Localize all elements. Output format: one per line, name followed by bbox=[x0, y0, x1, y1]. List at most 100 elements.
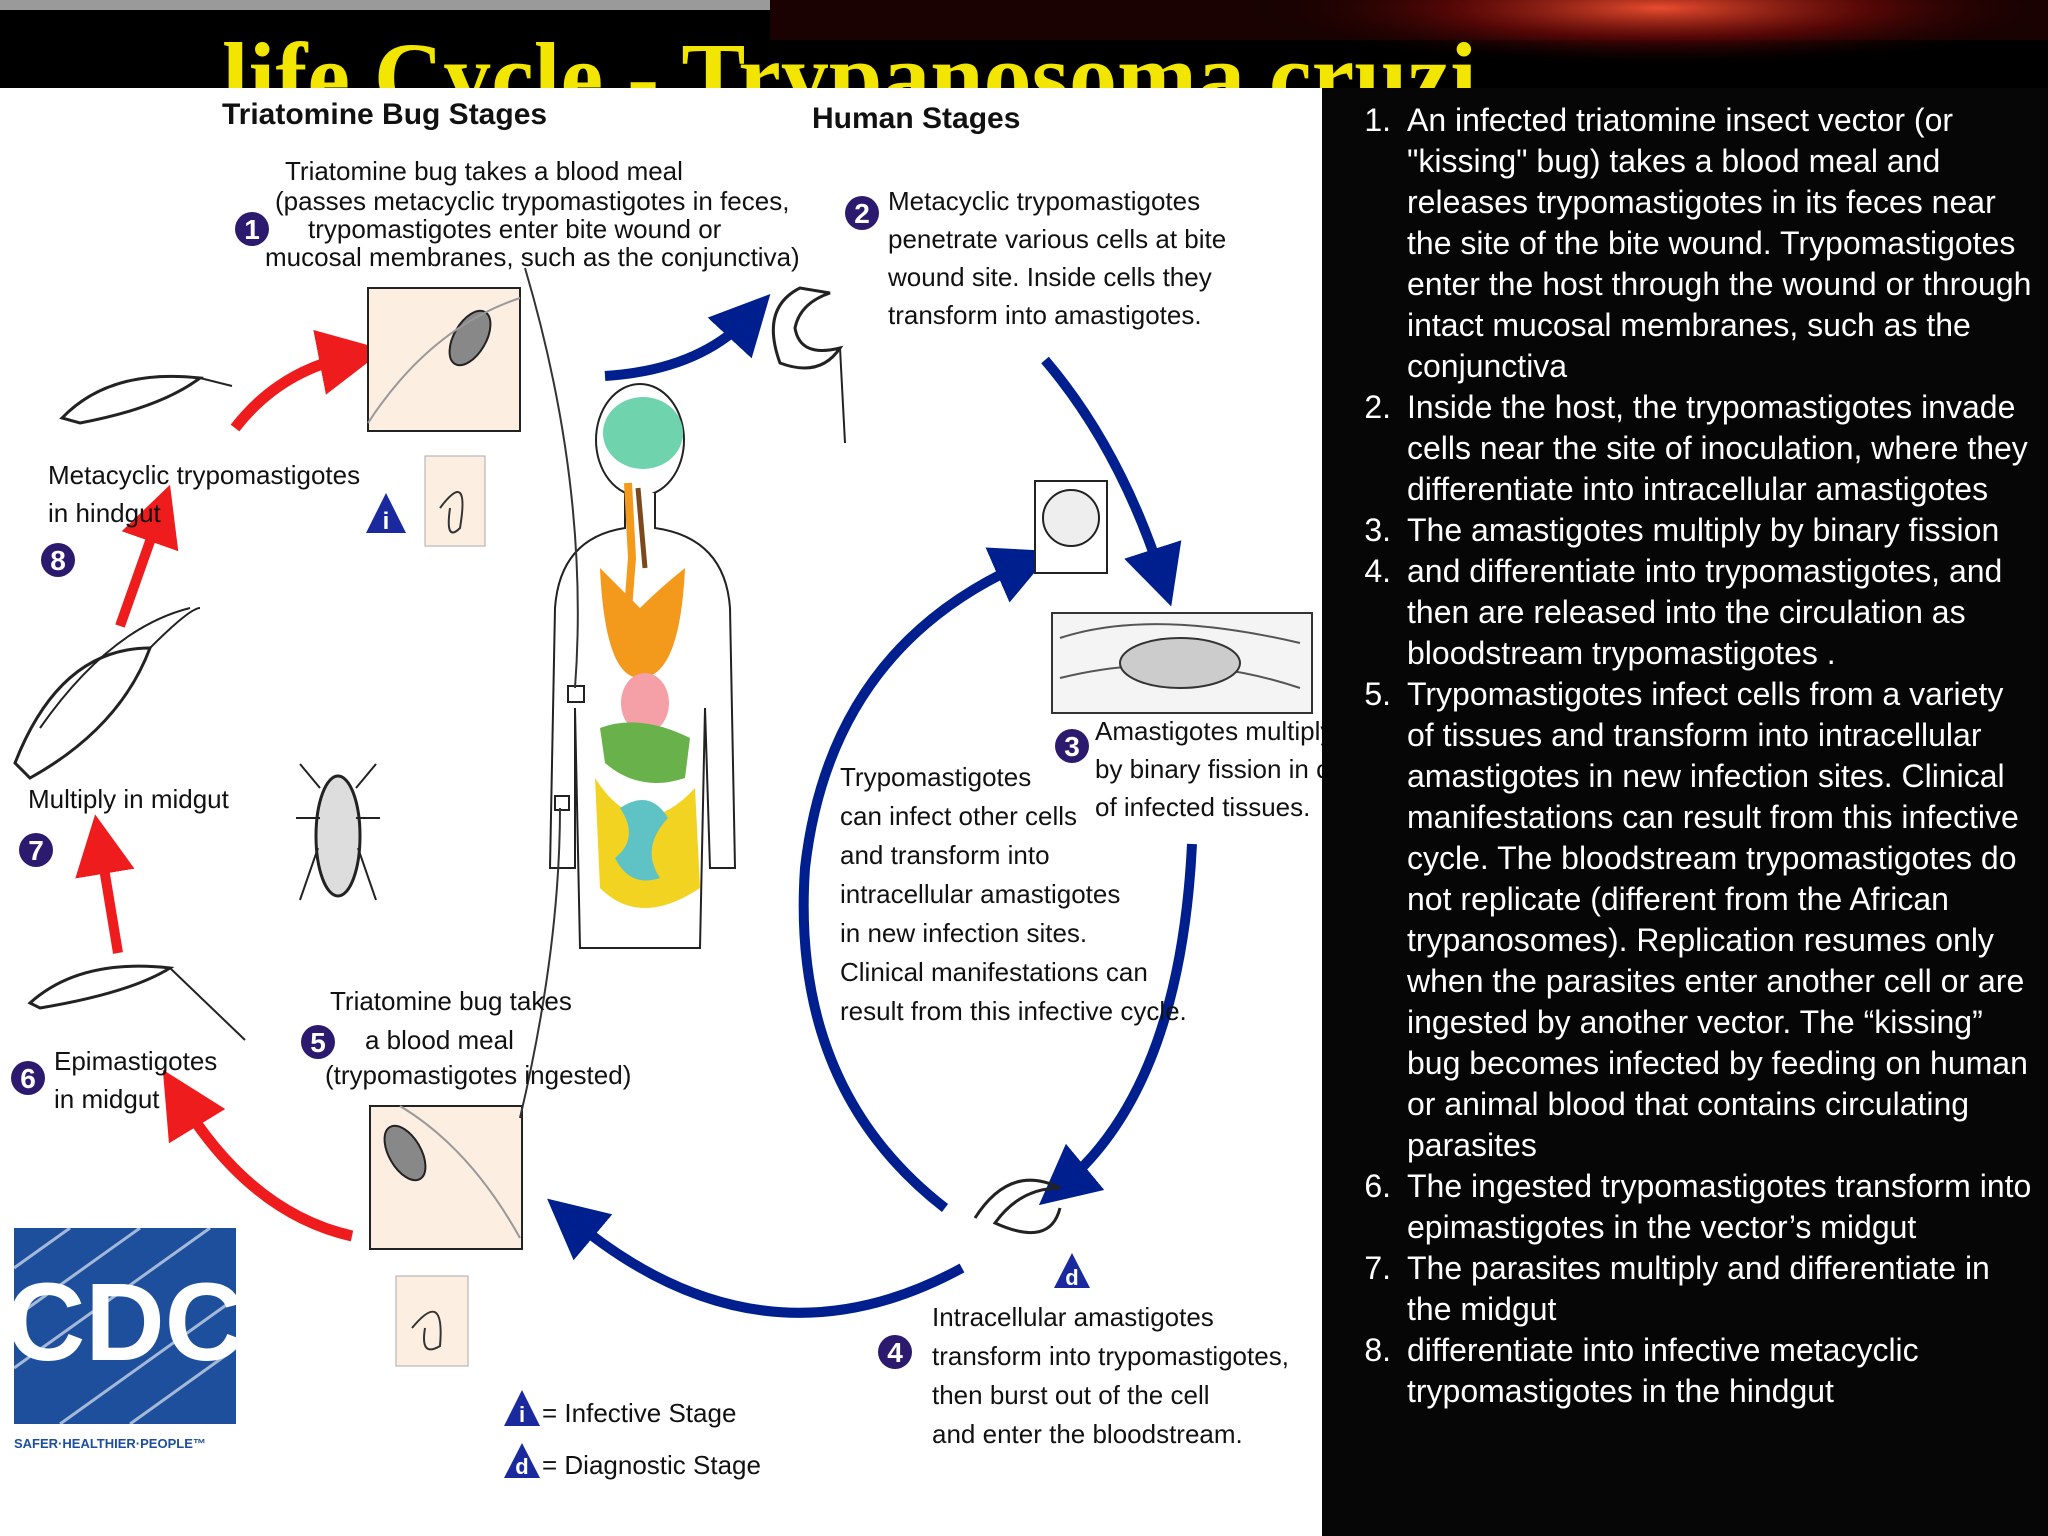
cdc-logo-tagline: SAFER·HEALTHIER·PEOPLE™ bbox=[14, 1436, 206, 1451]
arrow-7-to-8 bbox=[115, 484, 179, 628]
step-text: differentiate into infective metacyclic … bbox=[1407, 1332, 1919, 1409]
legend-diagnostic-icon: d bbox=[504, 1443, 540, 1479]
bug-stages-heading: Triatomine Bug Stages bbox=[222, 98, 547, 131]
step-item: 4. and differentiate into trypomastigotes… bbox=[1336, 551, 2036, 674]
svg-text:i: i bbox=[383, 508, 390, 535]
connector-line-5 bbox=[519, 807, 561, 1119]
svg-text:3: 3 bbox=[1064, 731, 1080, 762]
step3-line1: Amastigotes multiply bbox=[1095, 716, 1322, 746]
svg-text:i: i bbox=[519, 1402, 525, 1427]
step4-line4: and enter the bloodstream. bbox=[932, 1419, 1243, 1449]
trypomastigote-inset-1 bbox=[424, 455, 486, 547]
center-note-line5: in new infection sites. bbox=[840, 918, 1087, 948]
step1-line1: Triatomine bug takes a blood meal bbox=[285, 156, 683, 186]
infected-tissue-illustration bbox=[1051, 612, 1313, 714]
step-number: 1. bbox=[1364, 102, 1391, 138]
svg-text:8: 8 bbox=[50, 545, 66, 576]
step5-label: Triatomine bug takes a blood meal (trypo… bbox=[325, 986, 631, 1090]
step1-line4: mucosal membranes, such as the conjuncti… bbox=[265, 242, 800, 272]
step-number: 2. bbox=[1364, 389, 1391, 425]
step5-line2: a blood meal bbox=[365, 1025, 514, 1055]
step5-line1: Triatomine bug takes bbox=[330, 986, 572, 1016]
badge-step3: 3 bbox=[1055, 729, 1089, 763]
step-number: 6. bbox=[1364, 1168, 1391, 1204]
step8-line1: Metacyclic trypomastigotes bbox=[48, 460, 360, 490]
badge-step6: 6 bbox=[11, 1061, 45, 1095]
step-description-list: 1. An infected triatomine insect vector (… bbox=[1336, 100, 2036, 1412]
step7-label: Multiply in midgut bbox=[28, 784, 230, 814]
svg-text:1: 1 bbox=[244, 214, 260, 245]
trypomastigote-bloodstream bbox=[973, 1178, 1062, 1235]
step6-line2: in midgut bbox=[54, 1084, 160, 1114]
legend: i = Infective Stage d = Diagnostic Stage bbox=[504, 1390, 761, 1480]
arrow-1-to-2 bbox=[604, 293, 771, 381]
step6-label: Epimastigotes in midgut bbox=[54, 1046, 217, 1114]
trypomastigote-inset-5 bbox=[395, 1275, 469, 1367]
step2-line2: penetrate various cells at bite bbox=[888, 224, 1226, 254]
svg-text:7: 7 bbox=[28, 835, 44, 866]
step2-line4: transform into amastigotes. bbox=[888, 300, 1202, 330]
slide-title: life Cycle - Trypanosoma cruzi bbox=[222, 23, 1477, 88]
step-text: The amastigotes multiply by binary fissi… bbox=[1407, 512, 2000, 548]
center-note-line2: can infect other cells bbox=[840, 801, 1077, 831]
arrow-4-to-5 bbox=[547, 1198, 965, 1318]
center-note-line4: intracellular amastigotes bbox=[840, 879, 1120, 909]
svg-text:5: 5 bbox=[310, 1027, 326, 1058]
svg-text:4: 4 bbox=[887, 1337, 903, 1368]
step-text: The parasites multiply and differentiate… bbox=[1407, 1250, 1990, 1327]
human-body-illustration bbox=[548, 383, 737, 949]
triatomine-bug-illustration bbox=[296, 763, 380, 901]
text-panel bbox=[1322, 88, 2048, 1536]
badge-step2: 2 bbox=[845, 196, 879, 230]
epimastigote-midgut bbox=[27, 964, 246, 1041]
life-cycle-figure: Triatomine Bug Stages Human Stages bbox=[6, 98, 1322, 1480]
step3-line2: by binary fission in cells bbox=[1095, 754, 1322, 784]
step-text: An infected triatomine insect vector (or… bbox=[1407, 102, 2032, 384]
step-text: Inside the host, the trypomastigotes inv… bbox=[1407, 389, 2028, 507]
metacyclic-trypomastigote-hindgut bbox=[59, 374, 233, 425]
step4-line2: transform into trypomastigotes, bbox=[932, 1341, 1289, 1371]
arrow-5-to-6 bbox=[162, 1069, 354, 1242]
legend-infective-text: = Infective Stage bbox=[542, 1398, 736, 1428]
legend-diagnostic-text: = Diagnostic Stage bbox=[542, 1450, 761, 1480]
step-number: 7. bbox=[1364, 1250, 1391, 1286]
arrow-2-to-3 bbox=[1041, 356, 1182, 607]
step2-line1: Metacyclic trypomastigotes bbox=[888, 186, 1200, 216]
badge-step4: 4 bbox=[878, 1335, 912, 1369]
badge-step5: 5 bbox=[301, 1025, 335, 1059]
center-note-line7: result from this infective cycle. bbox=[840, 996, 1187, 1026]
center-note: Trypomastigotes can infect other cells a… bbox=[840, 762, 1187, 1026]
step-number: 4. bbox=[1364, 553, 1391, 589]
badge-step7: 7 bbox=[19, 833, 53, 867]
step4-line3: then burst out of the cell bbox=[932, 1380, 1210, 1410]
svg-text:d: d bbox=[1065, 1265, 1078, 1290]
epimastigotes-midgut-dividing bbox=[13, 607, 201, 780]
step1-line3: trypomastigotes enter bite wound or bbox=[308, 214, 722, 244]
life-cycle-diagram: Triatomine Bug Stages Human Stages bbox=[0, 88, 1322, 1536]
step4-label: Intracellular amastigotes transform into… bbox=[932, 1302, 1289, 1449]
step2-label: Metacyclic trypomastigotes penetrate var… bbox=[887, 186, 1226, 330]
step-item: 5.Trypomastigotes infect cells from a va… bbox=[1336, 674, 2036, 1166]
step5-line3: (trypomastigotes ingested) bbox=[325, 1060, 631, 1090]
step-text: The ingested trypomastigotes transform i… bbox=[1407, 1168, 2032, 1245]
step-item: 1. An infected triatomine insect vector (… bbox=[1336, 100, 2036, 387]
diagnostic-stage-marker: d bbox=[1054, 1253, 1090, 1290]
step8-label: Metacyclic trypomastigotes in hindgut bbox=[48, 460, 360, 528]
step6-line1: Epimastigotes bbox=[54, 1046, 217, 1076]
step-text: and differentiate into trypomastigotes, … bbox=[1407, 553, 2003, 671]
arrow-3-to-4 bbox=[1038, 843, 1197, 1206]
legend-infective-icon: i bbox=[504, 1390, 540, 1427]
center-note-line1: Trypomastigotes bbox=[840, 762, 1031, 792]
step4-line1: Intracellular amastigotes bbox=[932, 1302, 1214, 1332]
arrow-6-to-7 bbox=[75, 814, 135, 954]
arrow-8-to-1 bbox=[230, 329, 385, 432]
step-item: 2. Inside the host, the trypomastigotes i… bbox=[1336, 387, 2036, 510]
badge-step8: 8 bbox=[41, 543, 75, 577]
badge-step1: 1 bbox=[235, 212, 269, 246]
step-number: 8. bbox=[1364, 1332, 1391, 1368]
metacyclic-trypomastigote-human bbox=[771, 286, 846, 444]
arrow-infect-other-cells bbox=[798, 547, 1053, 1212]
step-item: 6. The ingested trypomastigotes transform… bbox=[1336, 1166, 2036, 1248]
center-note-line3: and transform into bbox=[840, 840, 1050, 870]
step2-line3: wound site. Inside cells they bbox=[887, 262, 1212, 292]
